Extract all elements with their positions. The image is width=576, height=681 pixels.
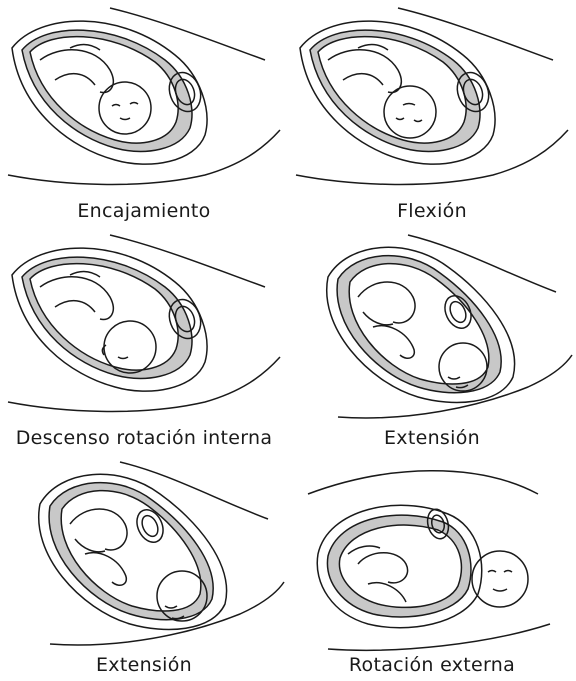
- panel-descent: Descenso rotación interna: [0, 227, 288, 454]
- caption-extension-2: Extensión: [0, 654, 288, 676]
- panel-flexion: Flexión: [288, 0, 576, 227]
- caption-descent: Descenso rotación interna: [0, 427, 288, 449]
- caption-flexion: Flexión: [288, 200, 576, 222]
- panel-engagement: Encajamiento: [0, 0, 288, 227]
- panel-extension-2: Extensión: [0, 454, 288, 681]
- caption-external-rotation: Rotación externa: [288, 654, 576, 676]
- panel-external-rotation: Rotación externa: [288, 454, 576, 681]
- caption-extension-1: Extensión: [288, 427, 576, 449]
- illustration-extension-1: [288, 227, 576, 427]
- illustration-engagement: [0, 0, 288, 200]
- panel-extension-1: Extensión: [288, 227, 576, 454]
- illustration-extension-2: [0, 454, 288, 654]
- illustration-flexion: [288, 0, 576, 200]
- illustration-external-rotation: [288, 454, 576, 654]
- illustration-descent: [0, 227, 288, 427]
- caption-engagement: Encajamiento: [0, 200, 288, 222]
